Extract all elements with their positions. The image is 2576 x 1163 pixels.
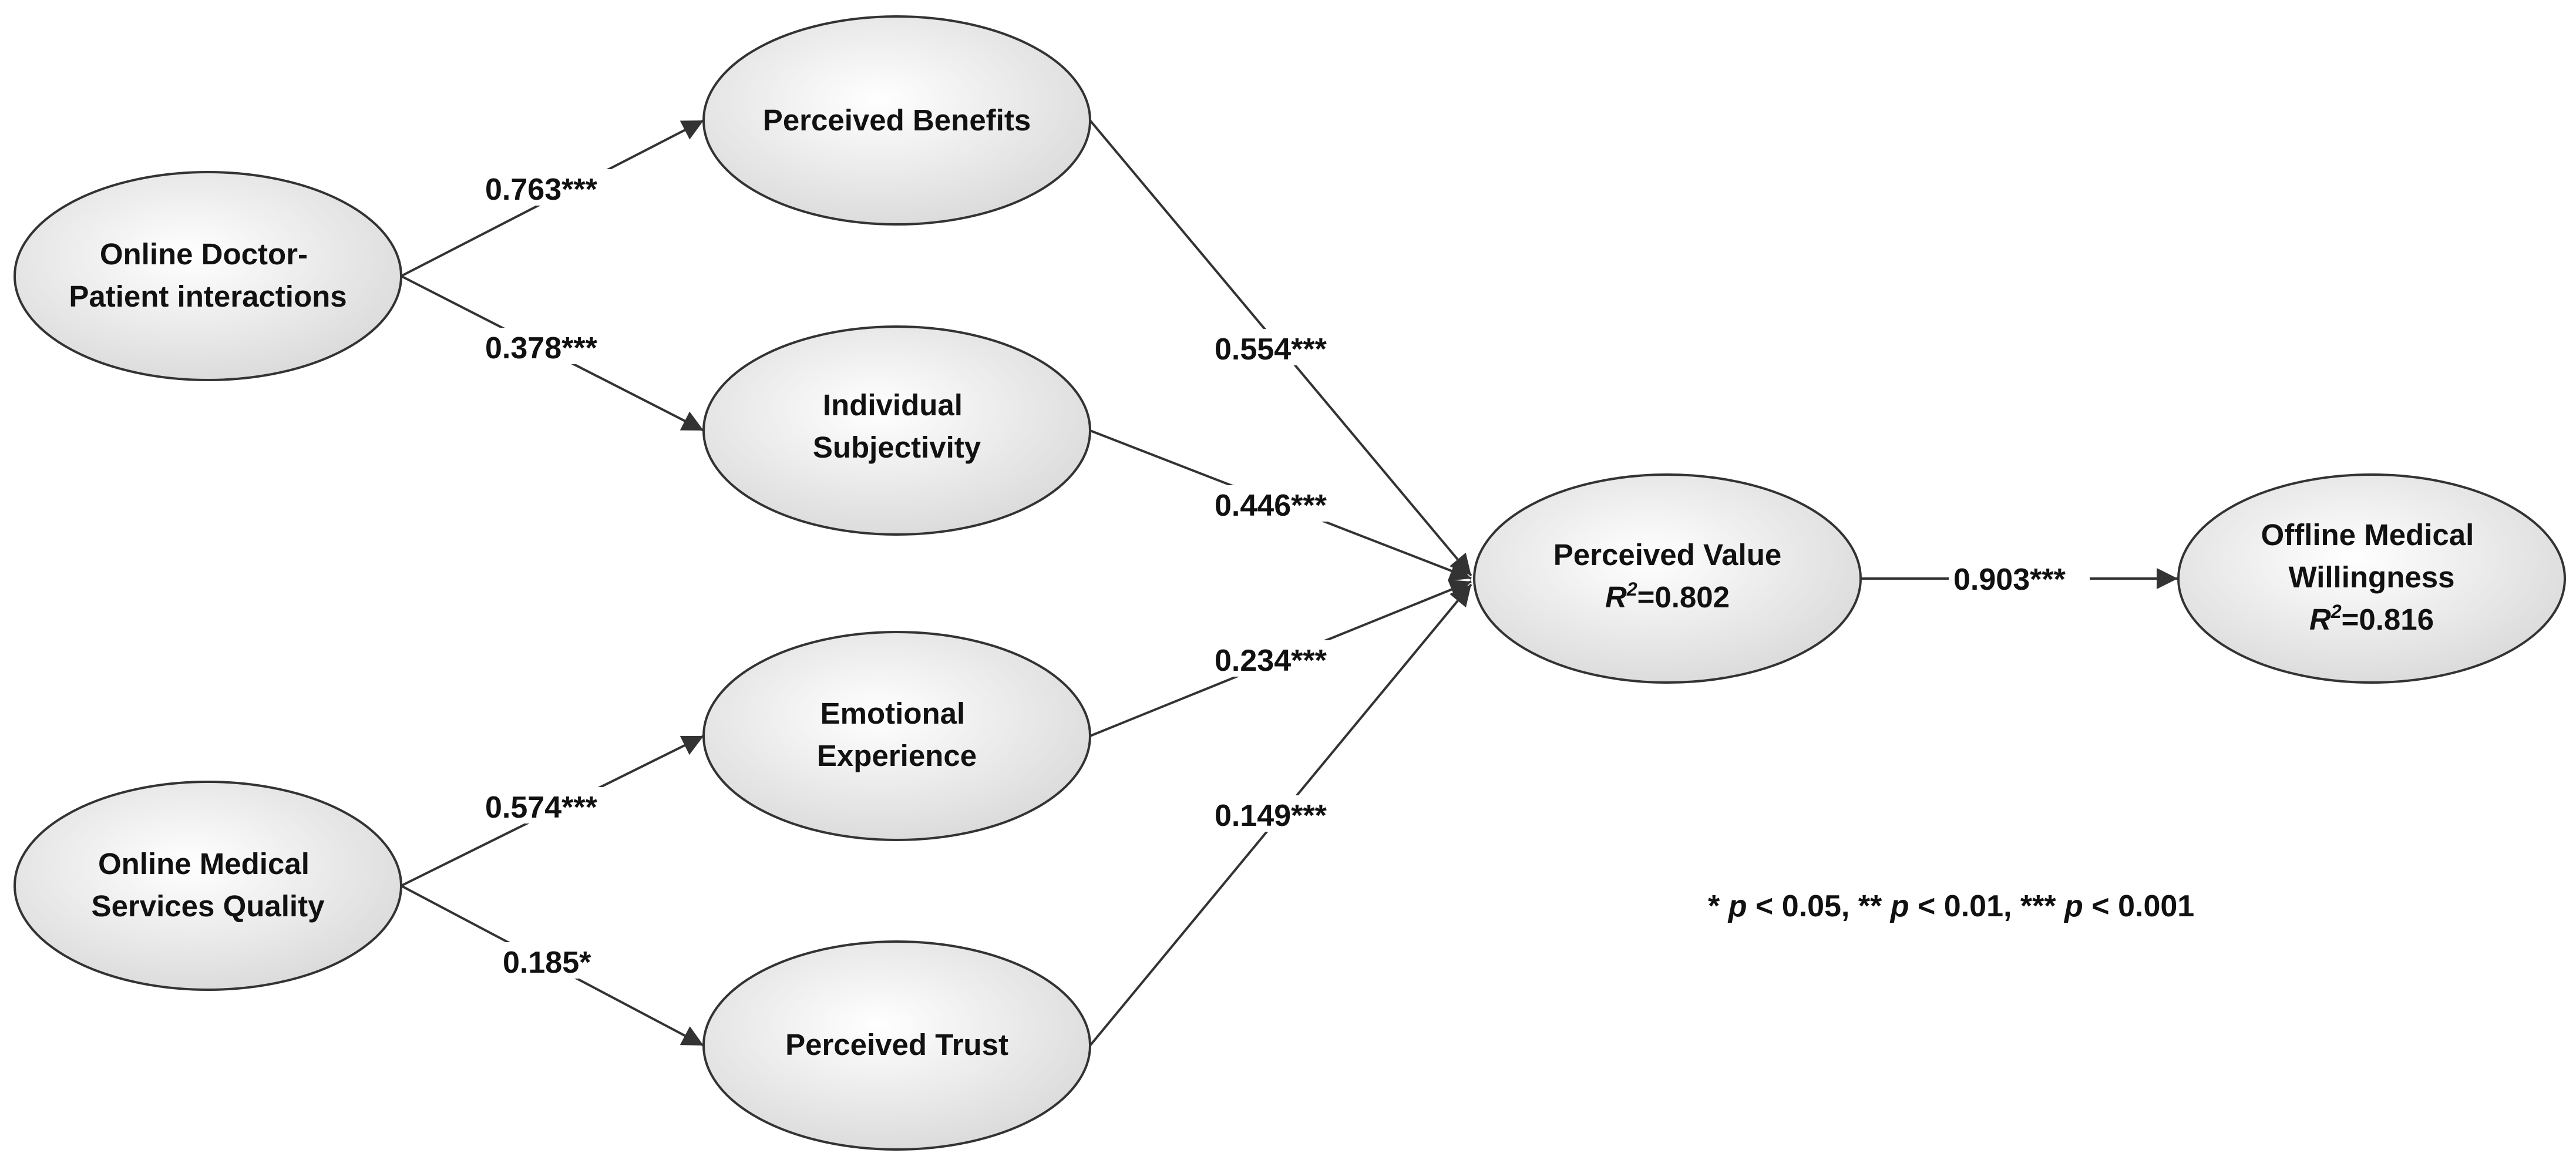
nodes xyxy=(14,15,2566,1151)
label-offline-medical-willingness: Offline Medical Willingness xyxy=(2261,518,2483,594)
label-line: Subjectivity xyxy=(813,431,981,464)
coef-emotional-to-value: 0.234*** xyxy=(1215,644,1327,678)
r2-value: =0.802 xyxy=(1637,580,1730,614)
label-perceived-value-r2: R2=0.802 xyxy=(1605,579,1730,614)
path-coefficient-labels: 0.763*** 0.378*** 0.574*** 0.185* 0.554*… xyxy=(479,169,2090,980)
r2-superscript: 2 xyxy=(2330,601,2342,622)
label-online-doctor-patient-interactions: Online Doctor- Patient interactions xyxy=(69,237,347,313)
label-perceived-trust: Perceived Trust xyxy=(785,1028,1008,1061)
note-p: p xyxy=(1727,889,1747,923)
node-individual-subjectivity xyxy=(702,325,1091,536)
label-line: Offline Medical xyxy=(2261,518,2474,552)
node-offline-medical-willingness xyxy=(2177,473,2566,684)
label-line: Experience xyxy=(817,739,977,772)
node-online-medical-services-quality xyxy=(14,781,402,991)
label-online-medical-services-quality: Online Medical Services Quality xyxy=(92,847,325,923)
label-line: Individual xyxy=(823,388,963,422)
coef-subjectivity-to-value: 0.446*** xyxy=(1215,489,1327,523)
coef-benefits-to-value: 0.554*** xyxy=(1215,332,1327,367)
note-part: < 0.01, *** xyxy=(1909,889,2065,923)
note-part: * xyxy=(1708,889,1728,923)
coef-quality-to-trust: 0.185* xyxy=(503,946,591,980)
note-p: p xyxy=(1889,889,1909,923)
r2-symbol: R xyxy=(2309,603,2331,636)
label-line: Online Doctor- xyxy=(100,237,308,271)
node-perceived-value xyxy=(1473,473,1862,684)
significance-note: * p < 0.05, ** p < 0.01, *** p < 0.001 xyxy=(1708,889,2194,923)
node-online-doctor-patient-interactions xyxy=(14,171,402,381)
label-line: Emotional xyxy=(820,697,966,730)
node-emotional-experience xyxy=(702,631,1091,841)
note-part: < 0.001 xyxy=(2083,889,2194,923)
label-perceived-value: Perceived Value xyxy=(1553,538,1781,572)
r2-symbol: R xyxy=(1605,580,1627,614)
r2-value: =0.816 xyxy=(2342,603,2434,636)
node-labels: Online Doctor- Patient interactions Onli… xyxy=(69,103,2483,1061)
label-line: Services Quality xyxy=(92,889,325,923)
label-line: Patient interactions xyxy=(69,280,347,313)
coef-value-to-willingness: 0.903*** xyxy=(1953,563,2066,597)
label-perceived-benefits: Perceived Benefits xyxy=(763,103,1031,137)
coef-trust-to-value: 0.149*** xyxy=(1215,799,1327,833)
coef-interactions-to-subjectivity: 0.378*** xyxy=(485,331,598,365)
label-line: Willingness xyxy=(2289,560,2455,594)
coef-interactions-to-benefits: 0.763*** xyxy=(485,173,598,207)
label-emotional-experience: Emotional Experience xyxy=(817,697,977,772)
note-part: < 0.05, ** xyxy=(1747,889,1890,923)
r2-superscript: 2 xyxy=(1626,579,1637,600)
label-line: Online Medical xyxy=(98,847,310,880)
node-perceived-trust xyxy=(702,940,1091,1151)
note-p: p xyxy=(2063,889,2083,923)
node-perceived-benefits xyxy=(702,15,1091,226)
label-offline-medical-willingness-r2: R2=0.816 xyxy=(2309,601,2434,636)
label-individual-subjectivity: Individual Subjectivity xyxy=(813,388,981,464)
coef-quality-to-emotional: 0.574*** xyxy=(485,791,598,825)
